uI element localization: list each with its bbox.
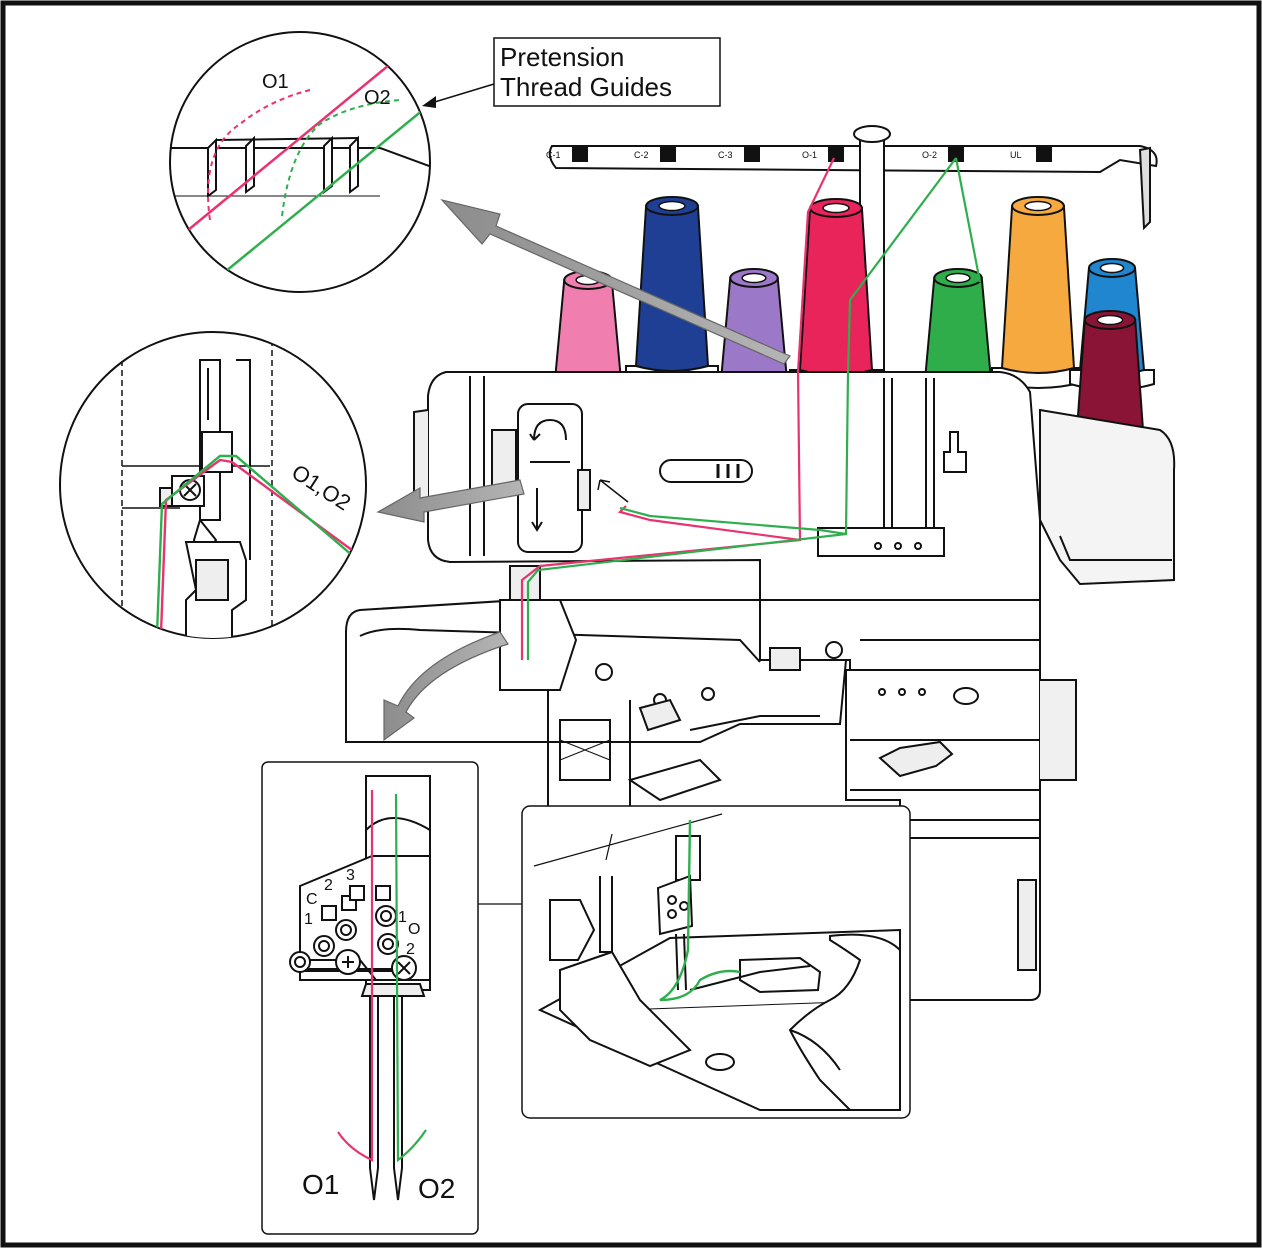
rack-guide-c-2: C-2 bbox=[634, 146, 676, 162]
inset-thread-o2 bbox=[394, 793, 427, 1163]
plate-label-r2: 2 bbox=[406, 941, 415, 958]
detail-thread-o2 bbox=[219, 95, 430, 277]
rack-guide-o-2: O-2 bbox=[922, 146, 964, 162]
pointer-arrows bbox=[376, 198, 791, 742]
needle-clamp-inset bbox=[656, 874, 694, 936]
label-needle-o2: O2 bbox=[418, 1173, 455, 1204]
hand bbox=[788, 933, 901, 1111]
rack-guide-label: C-2 bbox=[634, 150, 649, 160]
label-needle-o1: O1 bbox=[302, 1169, 339, 1200]
machine-body bbox=[345, 371, 1176, 1001]
detail-circle-top bbox=[169, 31, 431, 293]
callout-line1: Pretension bbox=[500, 42, 624, 72]
plate-label-2: 2 bbox=[324, 877, 333, 894]
rack-guide-label: UL bbox=[1010, 150, 1022, 160]
plate-label-1: 1 bbox=[304, 911, 313, 928]
cone-holder-base bbox=[1039, 408, 1176, 586]
thread-cone bbox=[991, 196, 1085, 389]
detail-thread-o1 bbox=[175, 55, 401, 241]
callout-box bbox=[493, 37, 721, 107]
rack-guide-label: O-1 bbox=[802, 150, 817, 160]
tension-guide-detail: O1,O2 bbox=[59, 331, 367, 639]
needle-clamp-inset: C 2 3 1 1 O 2 O1 O2 bbox=[261, 761, 522, 1235]
pretension-guides-detail: O1 O2 bbox=[169, 31, 431, 293]
tension-dial bbox=[517, 403, 583, 553]
arrow-to-mid-detail bbox=[376, 479, 525, 523]
machine-thread-paths bbox=[520, 157, 982, 660]
plate-label-c: C bbox=[306, 891, 318, 908]
front-thread-guide bbox=[817, 527, 945, 557]
tweezers-threading-inset bbox=[521, 805, 911, 1119]
rack-guides: C-1 C-2 C-3 O-1 O-2 UL bbox=[546, 146, 1052, 162]
inset-thread-o1 bbox=[337, 790, 374, 1162]
callout-arrowhead bbox=[422, 96, 436, 108]
label-top-o1: O1 bbox=[262, 71, 289, 93]
callout-line2: Thread Guides bbox=[500, 72, 672, 102]
rack-guide-label: O-2 bbox=[922, 150, 937, 160]
detail-mid-thread-o1 bbox=[158, 458, 361, 638]
callout-pretension: Pretension Thread Guides bbox=[422, 37, 721, 108]
plate-label-r1: 1 bbox=[398, 909, 407, 926]
thread-o2-path bbox=[526, 157, 982, 660]
presser-foot-bar bbox=[549, 899, 596, 961]
lever-knob bbox=[878, 740, 954, 778]
arrow-to-needle-detail bbox=[383, 631, 509, 742]
detail-mid-thread-o2 bbox=[154, 454, 361, 638]
rack-guide-o-1: O-1 bbox=[802, 146, 844, 162]
rack-guide-c-1: C-1 bbox=[546, 146, 588, 162]
inset-tweezers-thread bbox=[659, 819, 741, 1002]
rack-guide-label: C-1 bbox=[546, 150, 561, 160]
arrow-to-top-detail bbox=[440, 198, 791, 365]
presser-foot bbox=[559, 950, 692, 1068]
rack-guide-c-3: C-3 bbox=[718, 146, 760, 162]
label-top-o2: O2 bbox=[364, 87, 391, 109]
rack-guide-label: C-3 bbox=[718, 150, 733, 160]
rack-guide-ul: UL bbox=[1010, 146, 1052, 162]
plate-label-o: O bbox=[408, 921, 420, 938]
plate-label-3: 3 bbox=[346, 867, 355, 884]
